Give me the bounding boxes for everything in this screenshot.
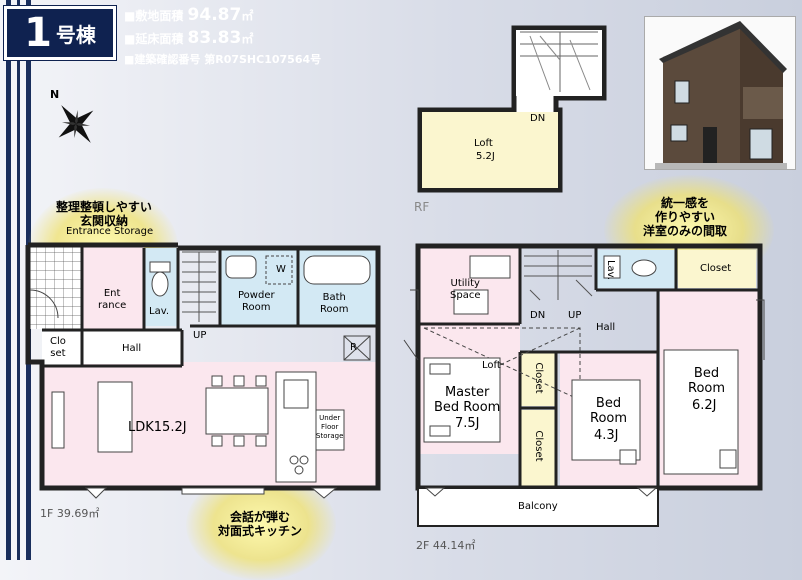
bedroom-b-size: 6.2J [692, 398, 717, 413]
rf-loft-label: Loft [474, 138, 493, 149]
up-2f-label: UP [568, 310, 582, 321]
bath-room-label: Bath Room [320, 292, 349, 315]
bedroom-a-size: 4.3J [594, 428, 619, 443]
floor-area-label: ■延床面積 [124, 32, 184, 46]
land-area-row: ■敷地面積 94.87㎡ [124, 5, 253, 25]
building-number: 1 [24, 10, 52, 56]
f1-floor-label: 1F 39.69㎡ [40, 507, 100, 520]
closet-vertical-1: Closet [533, 362, 544, 394]
left-stripe-2 [17, 0, 20, 560]
floor-area-unit: ㎡ [241, 32, 254, 46]
building-badge: 1 号棟 [3, 5, 117, 61]
f2-floor [403, 243, 765, 527]
f1-floor [25, 242, 381, 499]
ldk-label: LDK15.2J [128, 420, 187, 435]
f2-floor-label: 2F 44.14㎡ [416, 539, 476, 552]
hall-2f-label: Hall [596, 322, 616, 333]
permit-number: ■建築確認番号 第R07SHC107564号 [124, 53, 322, 66]
bedroom-a-label: Bed Room [590, 396, 628, 426]
land-area-unit: ㎡ [241, 9, 254, 23]
left-stripe-1 [6, 0, 11, 560]
floor-area-value: 83.83 [187, 28, 242, 48]
entrance-label: Ent rance [98, 288, 127, 311]
storage-callout-line1: 整理整頓しやすい [56, 200, 152, 214]
compass: N [44, 88, 104, 148]
floor-area-row: ■延床面積 83.83㎡ [124, 28, 253, 48]
storage-callout: 整理整頓しやすい 玄関収納 [44, 200, 164, 228]
kitchen-callout-line1: 会話が弾む [229, 510, 290, 524]
closet-vertical-2: Closet [533, 430, 544, 462]
closet-1f-label: Clo set [50, 336, 66, 359]
hall-1f-label: Hall [122, 343, 142, 354]
storage-callout-line2: 玄関収納 [79, 214, 128, 228]
rf-floor [417, 25, 607, 193]
house-exterior-image [644, 16, 796, 170]
master-bedroom-label: Master Bed Room [434, 385, 501, 415]
rooms-callout-line1: 統一感を [660, 196, 709, 210]
utility-space-label: Utility Space [450, 278, 481, 301]
floor-plan-drawing [25, 25, 765, 527]
land-area-label: ■敷地面積 [124, 9, 184, 23]
kitchen-callout-line2: 対面式キッチン [217, 524, 302, 538]
dn-2f-label: DN [530, 310, 546, 321]
under-floor-storage-label: Under Floor Storage [316, 414, 344, 440]
land-area-value: 94.87 [187, 5, 242, 25]
compass-n-label: N [50, 88, 60, 101]
master-bedroom-size: 7.5J [455, 416, 480, 431]
rooms-callout-line3: 洋室のみの間取 [642, 224, 727, 238]
r-label: R [350, 342, 357, 353]
building-suffix: 号棟 [55, 22, 96, 47]
rooms-callout: 統一感を 作りやすい 洋室のみの間取 [620, 196, 750, 238]
entrance-storage-label: Entrance Storage [66, 226, 154, 237]
washer-label: W [276, 264, 286, 275]
lav-1f-label: Lav. [149, 306, 170, 317]
rooms-callout-line2: 作りやすい [654, 210, 715, 224]
loft-2f-label: Loft [482, 360, 501, 371]
compass-star-icon [58, 105, 94, 143]
rf-dn-label: DN [530, 113, 546, 124]
closet-top-label: Closet [700, 263, 732, 274]
kitchen-callout: 会話が弾む 対面式キッチン [200, 510, 320, 538]
powder-room-label: Powder Room [238, 290, 275, 313]
bedroom-b-label: Bed Room [688, 366, 726, 396]
up-1f-label: UP [193, 330, 207, 341]
rf-loft-size: 5.2J [476, 151, 495, 162]
lav-2f-label: Lav. [605, 259, 617, 281]
rf-floor-label: RF [414, 200, 430, 214]
balcony-label: Balcony [518, 501, 558, 512]
